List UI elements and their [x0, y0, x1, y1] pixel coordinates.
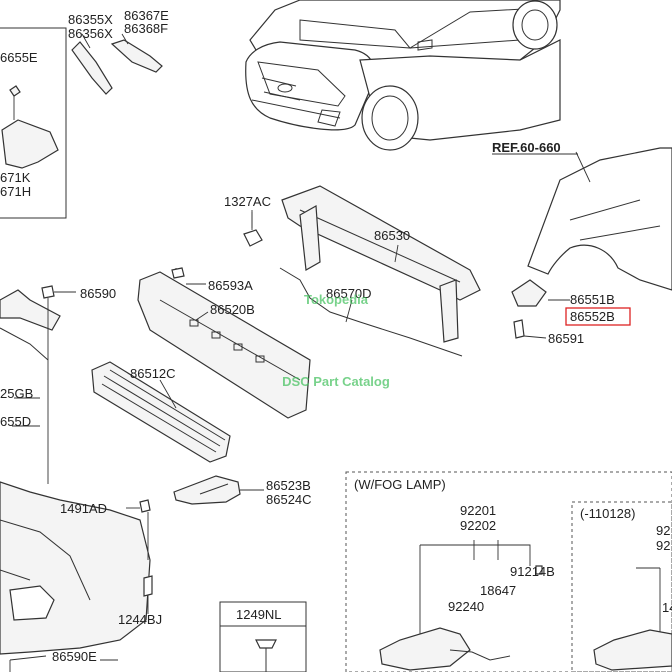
label-86520b: 86520B — [210, 302, 255, 317]
leader-86520b — [195, 311, 209, 321]
label-1249nl: 1249NL — [236, 607, 282, 622]
label-86524c: 86524C — [266, 492, 312, 507]
label-86356x: 86356X — [68, 26, 113, 41]
label-92202: 92202 — [460, 518, 496, 533]
left-bracket — [0, 285, 76, 484]
grille-86512c — [91, 361, 231, 463]
label-92240: 92240 — [448, 599, 484, 614]
fog-lamp-box — [345, 471, 672, 672]
highlight-86552b — [565, 307, 631, 326]
label-86590e: 86590E — [52, 649, 97, 664]
bolt-1327ac — [243, 212, 263, 247]
date-range-title: (-110128) — [580, 506, 635, 521]
label-86523b: 86523B — [266, 478, 311, 493]
label-18647: 18647 — [480, 583, 516, 598]
label-14: 14 — [662, 600, 672, 615]
label-86512c: 86512C — [130, 366, 176, 381]
label-86591: 86591 — [548, 331, 584, 346]
label-1327ac: 1327AC — [224, 194, 271, 209]
watermark-tokopedia: Tokopedia — [304, 292, 369, 307]
label-86530: 86530 — [374, 228, 410, 243]
energy-absorber — [137, 267, 311, 419]
front-bumper — [0, 481, 153, 672]
label-86570d: 86570D — [326, 286, 372, 301]
label-86552b: 86552B — [570, 309, 615, 324]
car-illustration — [245, 0, 561, 151]
leader-left — [12, 397, 40, 427]
wire-86570d — [279, 267, 463, 357]
label-92201: 92201 — [460, 503, 496, 518]
label-86367e: 86367E — [124, 8, 169, 23]
label-1491ad: 1491AD — [60, 501, 107, 516]
label-86355x: 86355X — [68, 12, 113, 27]
label-86368f: 86368F — [124, 21, 168, 36]
label-671k: 671K — [0, 170, 31, 185]
label-86593a: 86593A — [208, 278, 253, 293]
fender-ref — [511, 147, 672, 339]
left-detail-box — [0, 27, 67, 219]
label-25gb: 25GB — [0, 386, 33, 401]
reinforcement-beam — [281, 185, 481, 343]
label-655d: 655D — [0, 414, 31, 429]
fog-cover — [173, 475, 264, 505]
label-92-a: 92 — [656, 523, 670, 538]
label-86590: 86590 — [80, 286, 116, 301]
label-86551b: 86551B — [570, 292, 615, 307]
label-91214b: 91214B — [510, 564, 555, 579]
ref-label: REF.60-660 — [492, 140, 561, 155]
label-671h: 671H — [0, 184, 31, 199]
fog-lamp-title: (W/FOG LAMP) — [354, 477, 446, 492]
label-6655e: 6655E — [0, 50, 38, 65]
bolt-1249nl-box — [219, 601, 307, 672]
bracket-group-top — [71, 33, 163, 95]
label-92-b: 92 — [656, 538, 670, 553]
watermark-catalog: DSC Part Catalog — [282, 374, 390, 389]
label-1244bj: 1244BJ — [118, 612, 162, 627]
